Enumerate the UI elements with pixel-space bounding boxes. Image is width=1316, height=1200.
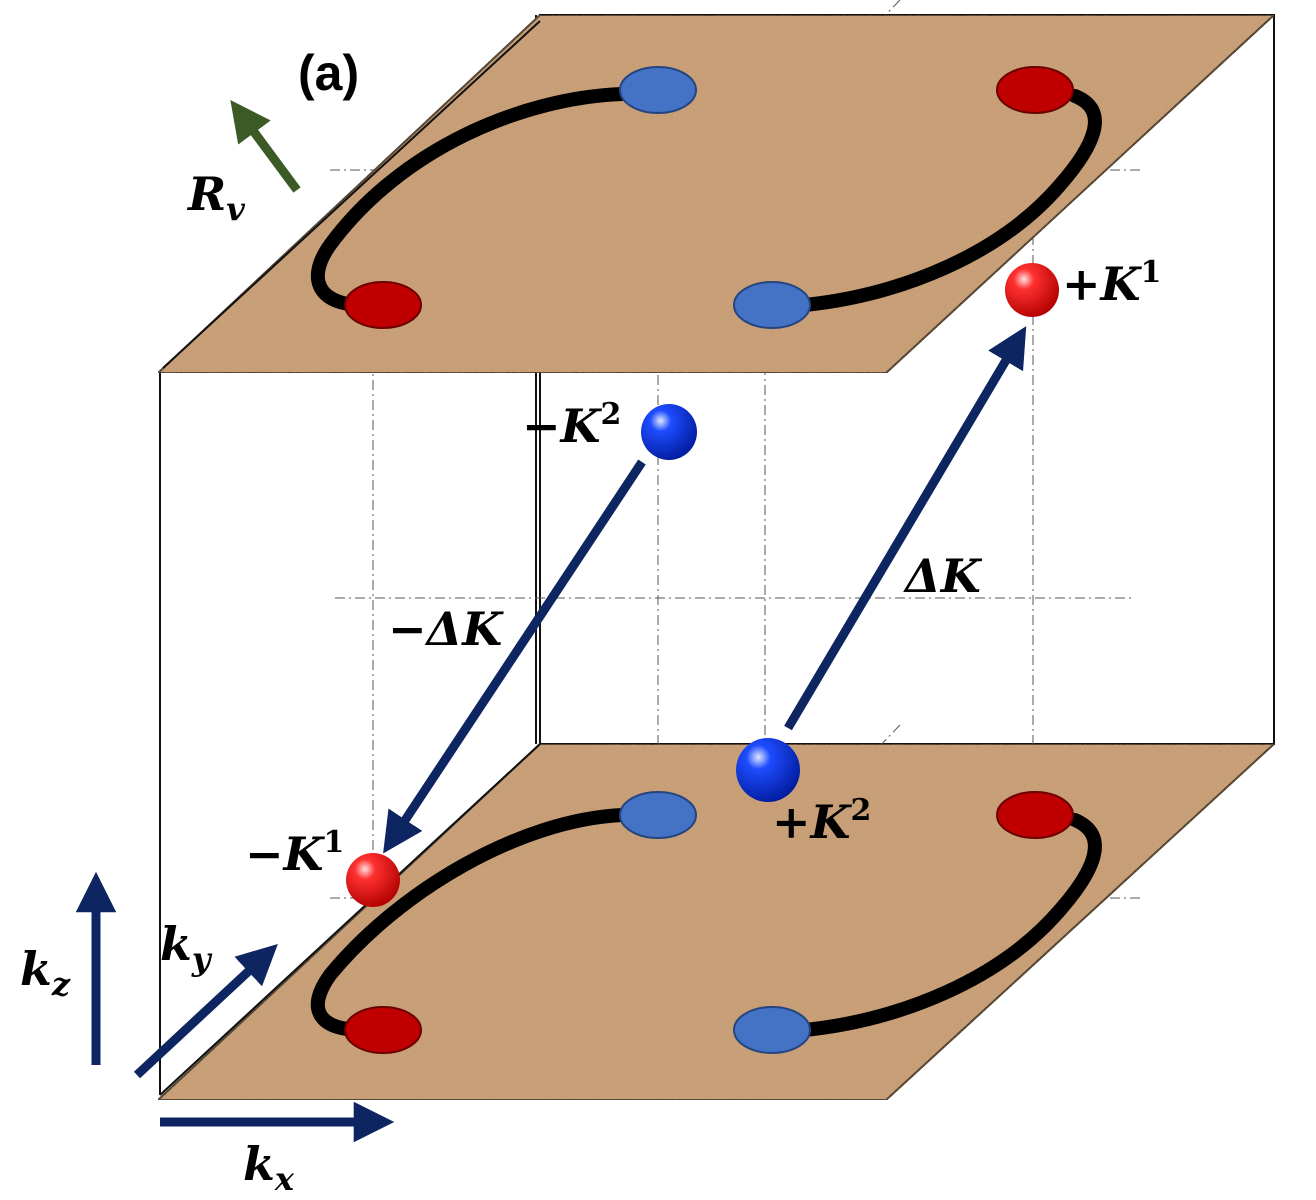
plus-k2-label: +K2	[772, 793, 871, 849]
bottom-red-node-front	[344, 1006, 422, 1054]
labels: (a) Rv +K1 −K2 ΔK −ΔK +K2 −K1 kz ky kx	[20, 45, 1161, 1198]
minus-k1-label: −K1	[245, 825, 344, 881]
delta-k-label: ΔK	[903, 549, 983, 603]
minus-k1-sphere	[346, 853, 400, 907]
bottom-right-arc	[798, 813, 1102, 1037]
bottom-fermi-arcs	[310, 808, 1102, 1037]
minus-k2-sphere	[641, 404, 697, 460]
top-right-arc	[798, 89, 1102, 312]
bulk-weyl-nodes	[346, 263, 1059, 907]
top-red-node-back	[996, 66, 1074, 114]
bottom-surface-plane	[155, 743, 1277, 1101]
top-fermi-arcs	[310, 87, 1102, 312]
ky-label: ky	[160, 917, 213, 978]
plus-k2-sphere	[736, 738, 800, 802]
panel-label: (a)	[298, 45, 359, 101]
bottom-left-arc	[310, 808, 629, 1037]
top-left-arc	[310, 87, 629, 312]
bottom-blue-node-back	[619, 791, 697, 839]
minus-delta-k-label: −ΔK	[388, 602, 504, 656]
bottom-blue-node-front	[733, 1006, 811, 1054]
minus-k2-label: −K2	[522, 397, 621, 453]
plus-k1-label: +K1	[1062, 255, 1161, 311]
kx-label: kx	[243, 1137, 295, 1198]
bottom-red-node-back	[996, 791, 1074, 839]
cube-front-edges	[159, 373, 541, 1096]
minus-delta-k-arrow	[383, 459, 646, 854]
top-blue-node-back	[619, 66, 697, 114]
plus-k1-sphere	[1005, 263, 1059, 317]
axis-arrows	[75, 99, 395, 1143]
rv-label: Rv	[186, 167, 245, 228]
ky-axis-arrow	[133, 943, 278, 1079]
delta-k-arrow	[784, 326, 1027, 731]
top-red-node-front	[344, 281, 422, 329]
kz-label: kz	[20, 942, 71, 1003]
surface-nodes	[344, 66, 1074, 1054]
top-surface-plane	[155, 14, 1277, 374]
top-blue-node-front	[733, 281, 811, 329]
rv-arrow	[230, 99, 301, 193]
delta-k-arrows	[383, 326, 1027, 854]
